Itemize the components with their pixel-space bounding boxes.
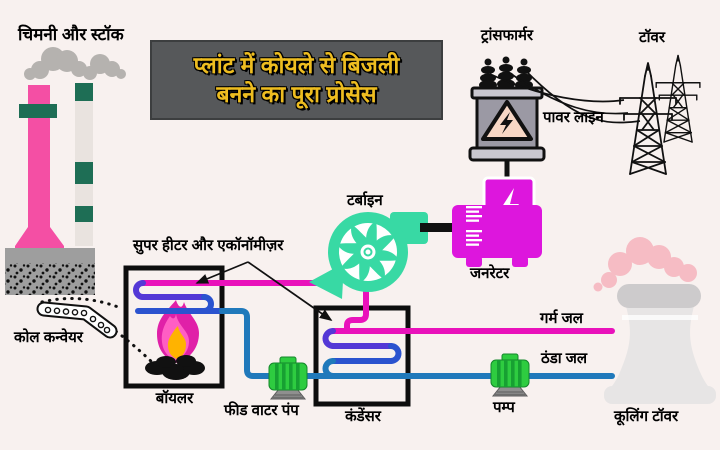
boiler-coil bbox=[133, 280, 325, 314]
label-chimney-stack: चिमनी और स्टॉक bbox=[18, 25, 124, 44]
power-lines bbox=[489, 68, 641, 124]
pink-chimney bbox=[15, 85, 64, 249]
superheater-pointer-arrows bbox=[195, 261, 333, 321]
generator bbox=[452, 160, 542, 267]
circulating-pump bbox=[490, 353, 530, 397]
cooling-tower-steam bbox=[593, 237, 697, 292]
label-condenser: कंडेंसर bbox=[345, 408, 381, 425]
condenser-coil bbox=[309, 285, 615, 379]
chimney-smoke bbox=[24, 47, 126, 80]
label-transformer: ट्रांसफार्मर bbox=[480, 27, 534, 44]
generator-vents bbox=[466, 206, 482, 246]
turbine bbox=[309, 212, 458, 313]
chimney-band bbox=[19, 104, 57, 118]
turbine-fan bbox=[337, 221, 399, 283]
boiler-box bbox=[123, 265, 225, 389]
label-cooling-tower: कूलिंग टॉवर bbox=[614, 408, 679, 425]
title-line-2: बनने का पूरा प्रोसेस bbox=[216, 81, 377, 107]
boiler-fire bbox=[145, 300, 205, 380]
coal-trail-upper bbox=[40, 297, 120, 309]
title-box: प्लांट में कोयले से बिजली बनने का पूरा प… bbox=[150, 40, 443, 120]
feedwater-pipe bbox=[219, 308, 319, 379]
label-pump: पम्प bbox=[493, 399, 515, 416]
label-boiler: बॉयलर bbox=[155, 390, 194, 407]
striped-chimney bbox=[75, 83, 93, 246]
title-line-1: प्लांट में कोयले से बिजली bbox=[193, 52, 400, 79]
label-feed-water-pump: फीड वाटर पंप bbox=[224, 402, 299, 419]
coal-storage bbox=[5, 248, 95, 295]
condenser-box bbox=[313, 305, 411, 407]
warning-triangle-icon bbox=[481, 100, 533, 141]
label-cold-water: ठंडा जल bbox=[541, 350, 588, 367]
label-superheater-economizer: सुपर हीटर और एकॉनॉमीज़र bbox=[133, 237, 284, 254]
label-turbine: टर्बाइन bbox=[347, 192, 383, 209]
label-coal-conveyor: कोल कन्वेयर bbox=[14, 329, 83, 346]
label-power-line: पावर लाइन bbox=[543, 109, 604, 126]
transformer bbox=[468, 56, 546, 162]
label-hot-water: गर्म जल bbox=[540, 310, 583, 327]
transformer-bushings bbox=[479, 56, 533, 90]
label-tower: टॉवर bbox=[639, 29, 665, 46]
cooling-tower bbox=[593, 237, 716, 404]
turbine-shaft bbox=[420, 223, 458, 232]
coal-conveyor-belt bbox=[36, 301, 118, 339]
feed-water-pump bbox=[268, 356, 308, 400]
label-generator: जनरेटर bbox=[470, 265, 510, 282]
